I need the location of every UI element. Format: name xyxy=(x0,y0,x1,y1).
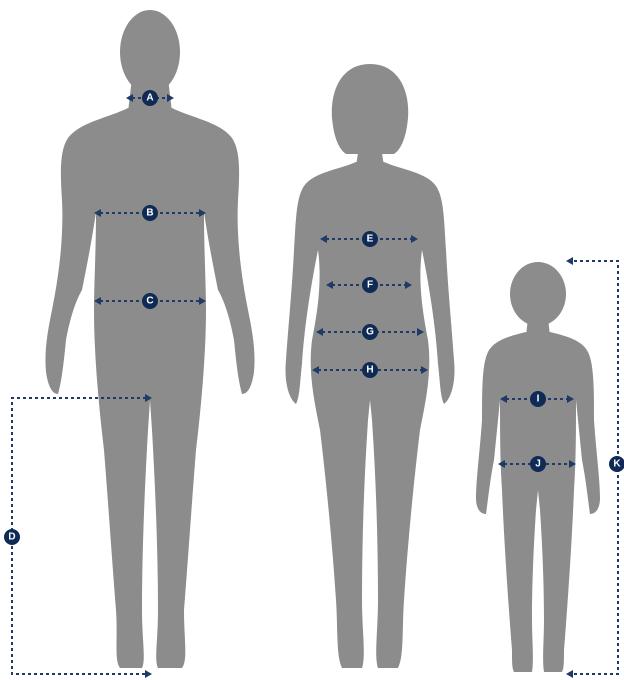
svg-text:B: B xyxy=(146,208,153,219)
marker-j: J xyxy=(530,456,546,472)
svg-text:I: I xyxy=(537,394,540,405)
marker-h: H xyxy=(362,362,378,378)
marker-b: B xyxy=(142,205,158,221)
marker-e: E xyxy=(362,231,378,247)
svg-text:H: H xyxy=(366,365,373,376)
svg-text:J: J xyxy=(535,459,541,470)
man-silhouette xyxy=(45,10,254,668)
svg-text:F: F xyxy=(367,280,373,291)
marker-a: A xyxy=(142,90,158,106)
svg-text:K: K xyxy=(613,459,621,470)
marker-g: G xyxy=(362,324,378,340)
svg-text:A: A xyxy=(146,93,153,104)
marker-d: D xyxy=(4,529,20,545)
marker-c: C xyxy=(142,293,158,309)
svg-text:G: G xyxy=(366,327,374,338)
svg-text:D: D xyxy=(8,532,15,543)
marker-f: F xyxy=(362,277,378,293)
marker-i: I xyxy=(530,391,546,407)
marker-k: K xyxy=(609,456,624,472)
svg-text:C: C xyxy=(146,296,153,307)
svg-text:E: E xyxy=(367,234,374,245)
